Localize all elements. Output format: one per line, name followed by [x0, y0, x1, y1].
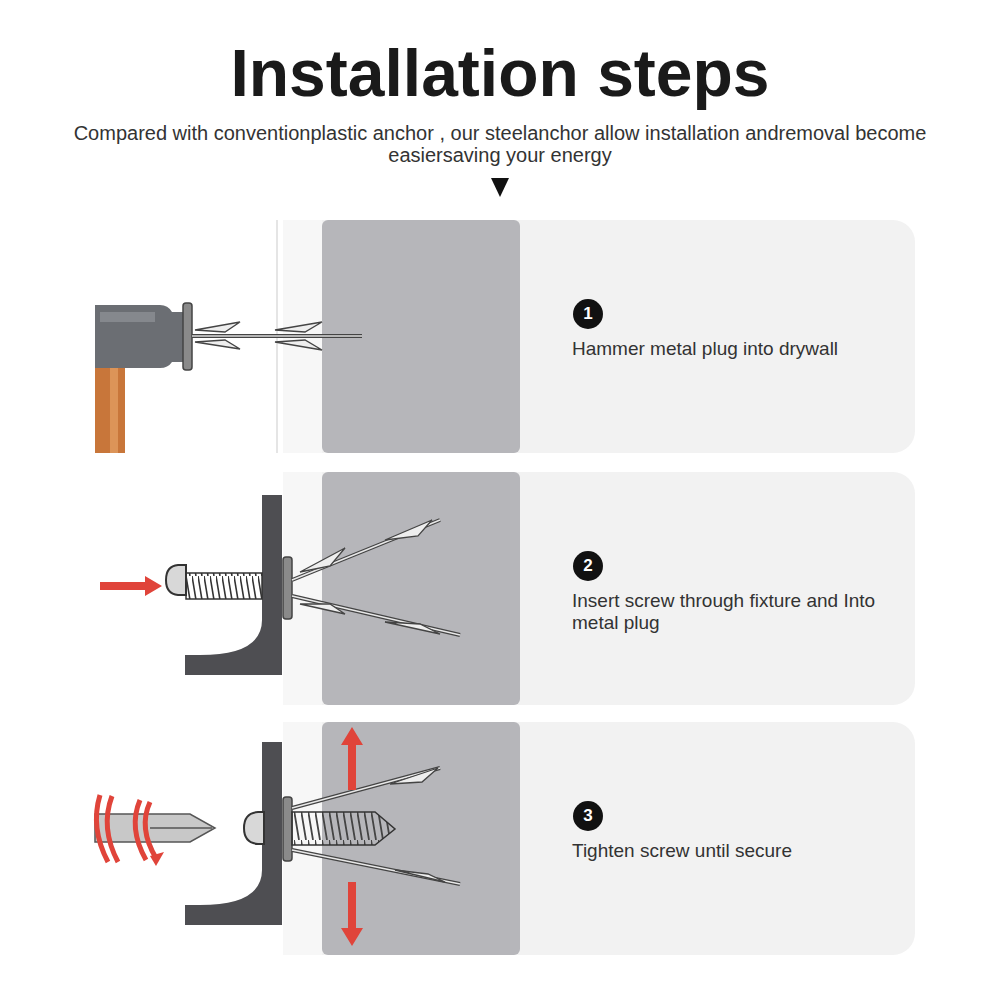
- step-panel: Insert screw through fixture and Into me…: [95, 472, 915, 705]
- step-number-circle: 1: [573, 299, 603, 329]
- subtitle-note: Compared with conventionplastic anchor ,…: [30, 122, 970, 166]
- step-panel: Hammer metal plug into drywall 1: [95, 220, 915, 453]
- step-description: Tighten screw until secure: [572, 840, 882, 862]
- pointer-triangle: [491, 178, 509, 197]
- step-description: Insert screw through fixture and Into me…: [572, 590, 882, 634]
- step-number: 2: [583, 556, 592, 575]
- step-number-circle: 3: [573, 801, 603, 831]
- screw-insert-illustration: [95, 472, 520, 705]
- step-description: Hammer metal plug into drywall: [572, 338, 882, 360]
- step-number: 3: [583, 806, 592, 825]
- hammer-illustration: [95, 220, 520, 453]
- page-title: Installation steps: [0, 40, 1000, 106]
- step-number: 1: [583, 304, 592, 323]
- tighten-illustration: [95, 722, 520, 955]
- step-panel: Tighten screw until secure 3: [95, 722, 915, 955]
- step-number-circle: 2: [573, 551, 603, 581]
